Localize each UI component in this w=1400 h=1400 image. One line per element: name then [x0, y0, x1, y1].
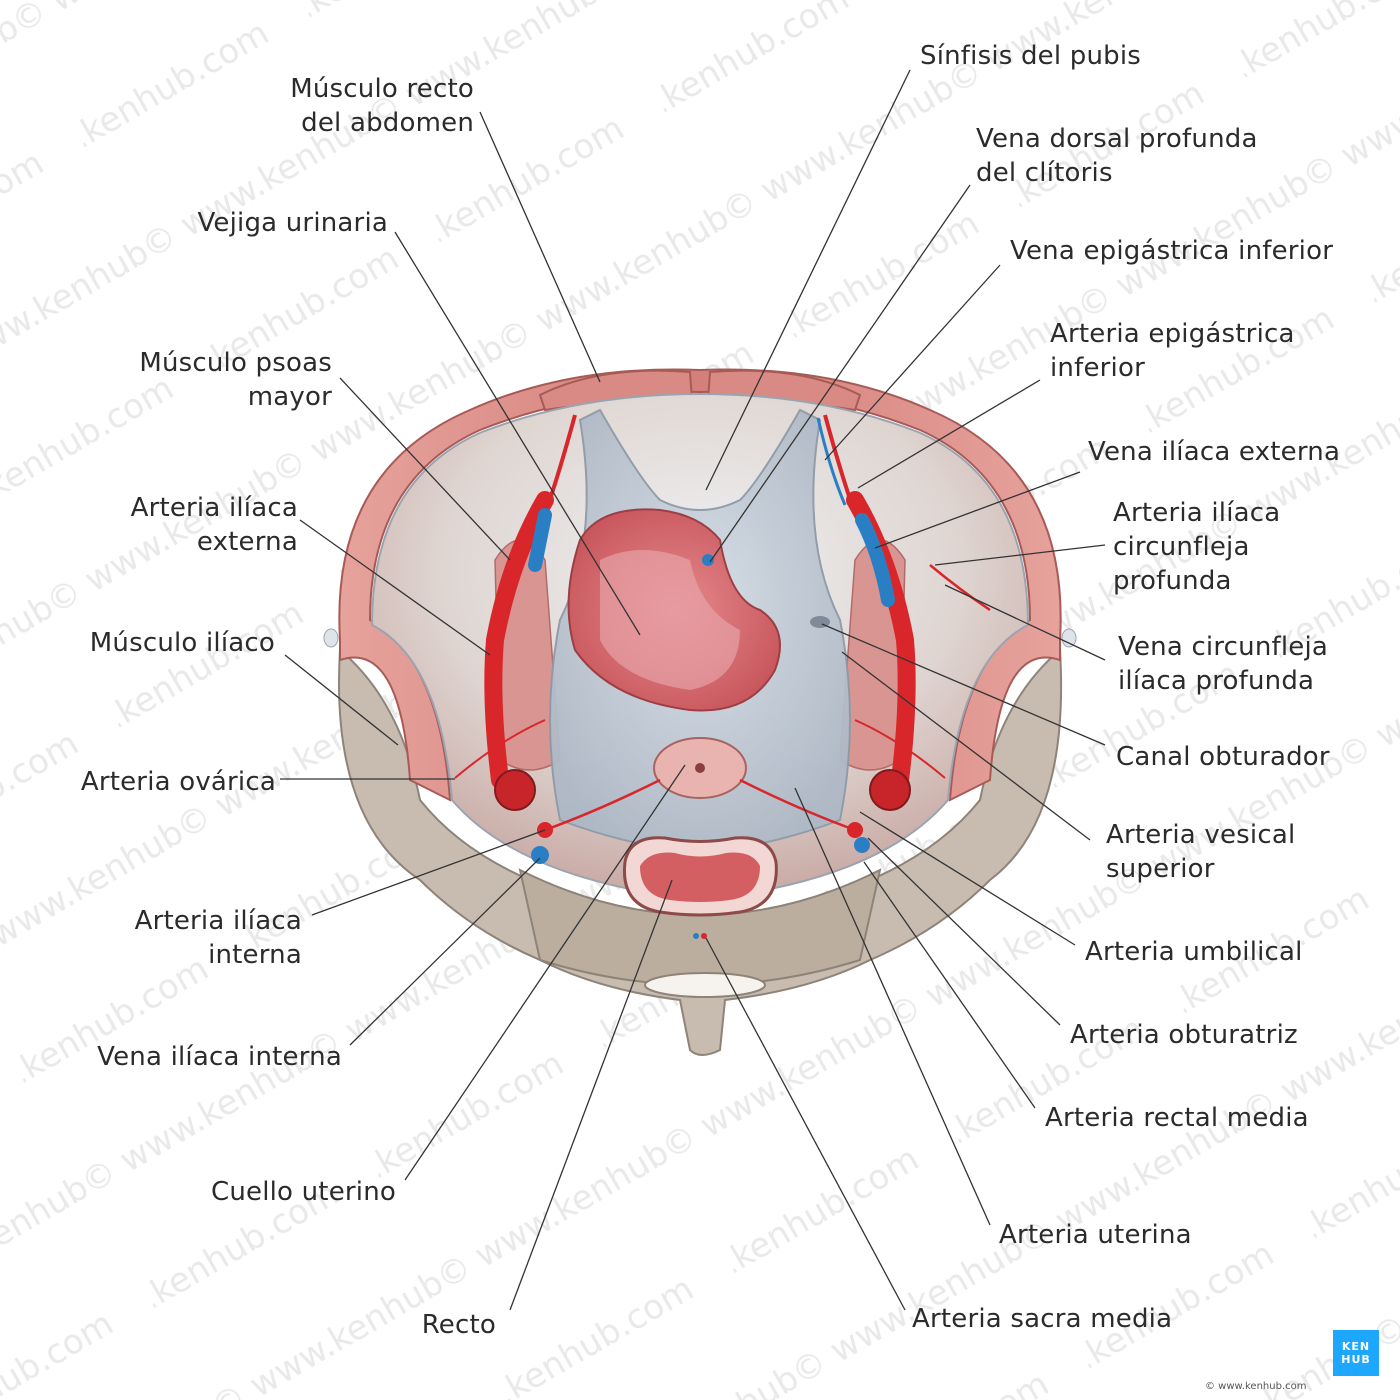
- label-line: superior: [1106, 854, 1215, 884]
- label-line: Arteria rectal media: [1045, 1103, 1309, 1133]
- deep-dorsal-vein: [702, 554, 714, 566]
- bladder-inner: [600, 550, 740, 690]
- circumflex-artery-right: [929, 564, 991, 612]
- label-line: Vena dorsal profunda: [976, 124, 1258, 154]
- label-line: Vena epigástrica inferior: [1010, 236, 1334, 266]
- label-recto-abdomen: Músculo recto del abdomen: [240, 72, 474, 140]
- label-vesical-superior: Arteria vesical superior: [1106, 818, 1295, 886]
- label-art-circunfleja: Arteria ilíaca circunfleja profunda: [1113, 496, 1280, 598]
- label-vena-circunfleja: Vena circunfleja ilíaca profunda: [1118, 630, 1328, 698]
- label-line: Arteria epigástrica: [1050, 319, 1295, 349]
- label-line: Vena ilíaca interna: [97, 1042, 342, 1072]
- epigastric-artery-right: [823, 414, 854, 506]
- label-line: Arteria uterina: [999, 1220, 1192, 1250]
- epigastric-vein-right: [816, 417, 847, 506]
- leader-lines: [280, 69, 1106, 1311]
- logo-text-line: KEN: [1341, 1340, 1371, 1353]
- label-iliaco: Músculo ilíaco: [60, 626, 275, 660]
- label-art-iliaca-interna: Arteria ilíaca interna: [100, 904, 302, 972]
- uterine-artery-right: [739, 778, 856, 832]
- label-line: Arteria sacra media: [912, 1304, 1173, 1334]
- label-art-epigastrica: Arteria epigástrica inferior: [1050, 317, 1295, 385]
- internal-iliac-vein-right: [854, 837, 870, 853]
- label-psoas: Músculo psoas mayor: [100, 346, 332, 414]
- median-sacral-artery: [701, 933, 707, 939]
- label-line: interna: [208, 940, 302, 970]
- iliac-crest-left: [323, 628, 339, 648]
- label-line: externa: [196, 527, 298, 557]
- label-line: Arteria vesical: [1106, 820, 1296, 850]
- external-iliac-artery-left: [484, 491, 554, 789]
- label-line: inferior: [1050, 353, 1145, 383]
- label-line: Recto: [421, 1310, 496, 1340]
- label-line: Canal obturador: [1116, 742, 1330, 772]
- label-vena-iliaca-externa: Vena ilíaca externa: [1088, 435, 1340, 469]
- label-line: Arteria obturatriz: [1070, 1020, 1298, 1050]
- label-recto: Recto: [390, 1308, 496, 1342]
- external-iliac-vein-left: [528, 508, 552, 572]
- sacrum: [518, 868, 882, 986]
- label-cuello-uterino: Cuello uterino: [160, 1175, 396, 1209]
- label-line: mayor: [247, 382, 332, 412]
- kenhub-logo: KEN HUB: [1333, 1330, 1379, 1376]
- external-iliac-vein-right: [855, 513, 895, 607]
- label-ovarica: Arteria ovárica: [60, 765, 276, 799]
- label-line: Arteria ilíaca: [134, 906, 302, 936]
- median-sacral-vein: [693, 933, 699, 939]
- label-sacra-media: Arteria sacra media: [912, 1302, 1172, 1336]
- label-line: Cuello uterino: [210, 1177, 396, 1207]
- label-line: Arteria ilíaca: [1113, 498, 1281, 528]
- label-line: Músculo recto: [290, 74, 474, 104]
- label-uterina: Arteria uterina: [999, 1218, 1192, 1252]
- common-iliac-artery-left: [494, 769, 536, 811]
- iliac-crest-right: [1061, 628, 1077, 648]
- label-line: circunfleja: [1113, 532, 1250, 562]
- label-canal-obturador: Canal obturador: [1116, 740, 1330, 774]
- label-line: Vena circunfleja: [1118, 632, 1329, 662]
- label-line: ilíaca profunda: [1118, 666, 1315, 696]
- label-sinfisis: Sínfisis del pubis: [920, 39, 1141, 73]
- label-art-iliaca-externa: Arteria ilíaca externa: [90, 491, 298, 559]
- label-line: del clítoris: [976, 158, 1113, 188]
- logo-text-line: HUB: [1341, 1353, 1371, 1366]
- common-iliac-artery-right: [869, 769, 911, 811]
- internal-iliac-vein-left: [531, 846, 549, 864]
- label-line: Vena ilíaca externa: [1088, 437, 1341, 467]
- epigastric-artery-left: [546, 414, 577, 506]
- label-line: Músculo psoas: [139, 348, 332, 378]
- label-line: Sínfisis del pubis: [920, 41, 1142, 71]
- label-vena-epigastrica: Vena epigástrica inferior: [1010, 234, 1333, 268]
- label-rectal-media: Arteria rectal media: [1045, 1101, 1309, 1135]
- label-line: Arteria umbilical: [1085, 937, 1303, 967]
- label-umbilical: Arteria umbilical: [1085, 935, 1303, 969]
- label-line: profunda: [1113, 566, 1232, 596]
- label-line: del abdomen: [301, 108, 474, 138]
- label-vena-iliaca-interna: Vena ilíaca interna: [60, 1040, 342, 1074]
- label-line: Arteria ilíaca: [130, 493, 298, 523]
- label-line: Vejiga urinaria: [197, 208, 388, 238]
- label-line: Músculo ilíaco: [89, 628, 275, 658]
- cervix-os: [695, 763, 705, 773]
- ovarian-artery-left: [454, 719, 546, 779]
- uterine-artery-left: [544, 778, 661, 832]
- sacral-foramen: [644, 972, 766, 998]
- rectum-lumen: [640, 852, 760, 902]
- label-line: Arteria ovárica: [80, 767, 276, 797]
- copyright-text: © www.kenhub.com: [1205, 1381, 1307, 1392]
- label-obturatriz: Arteria obturatriz: [1070, 1018, 1298, 1052]
- label-vejiga: Vejiga urinaria: [150, 206, 388, 240]
- ovarian-artery-right: [854, 719, 946, 779]
- label-vena-dorsal: Vena dorsal profunda del clítoris: [976, 122, 1258, 190]
